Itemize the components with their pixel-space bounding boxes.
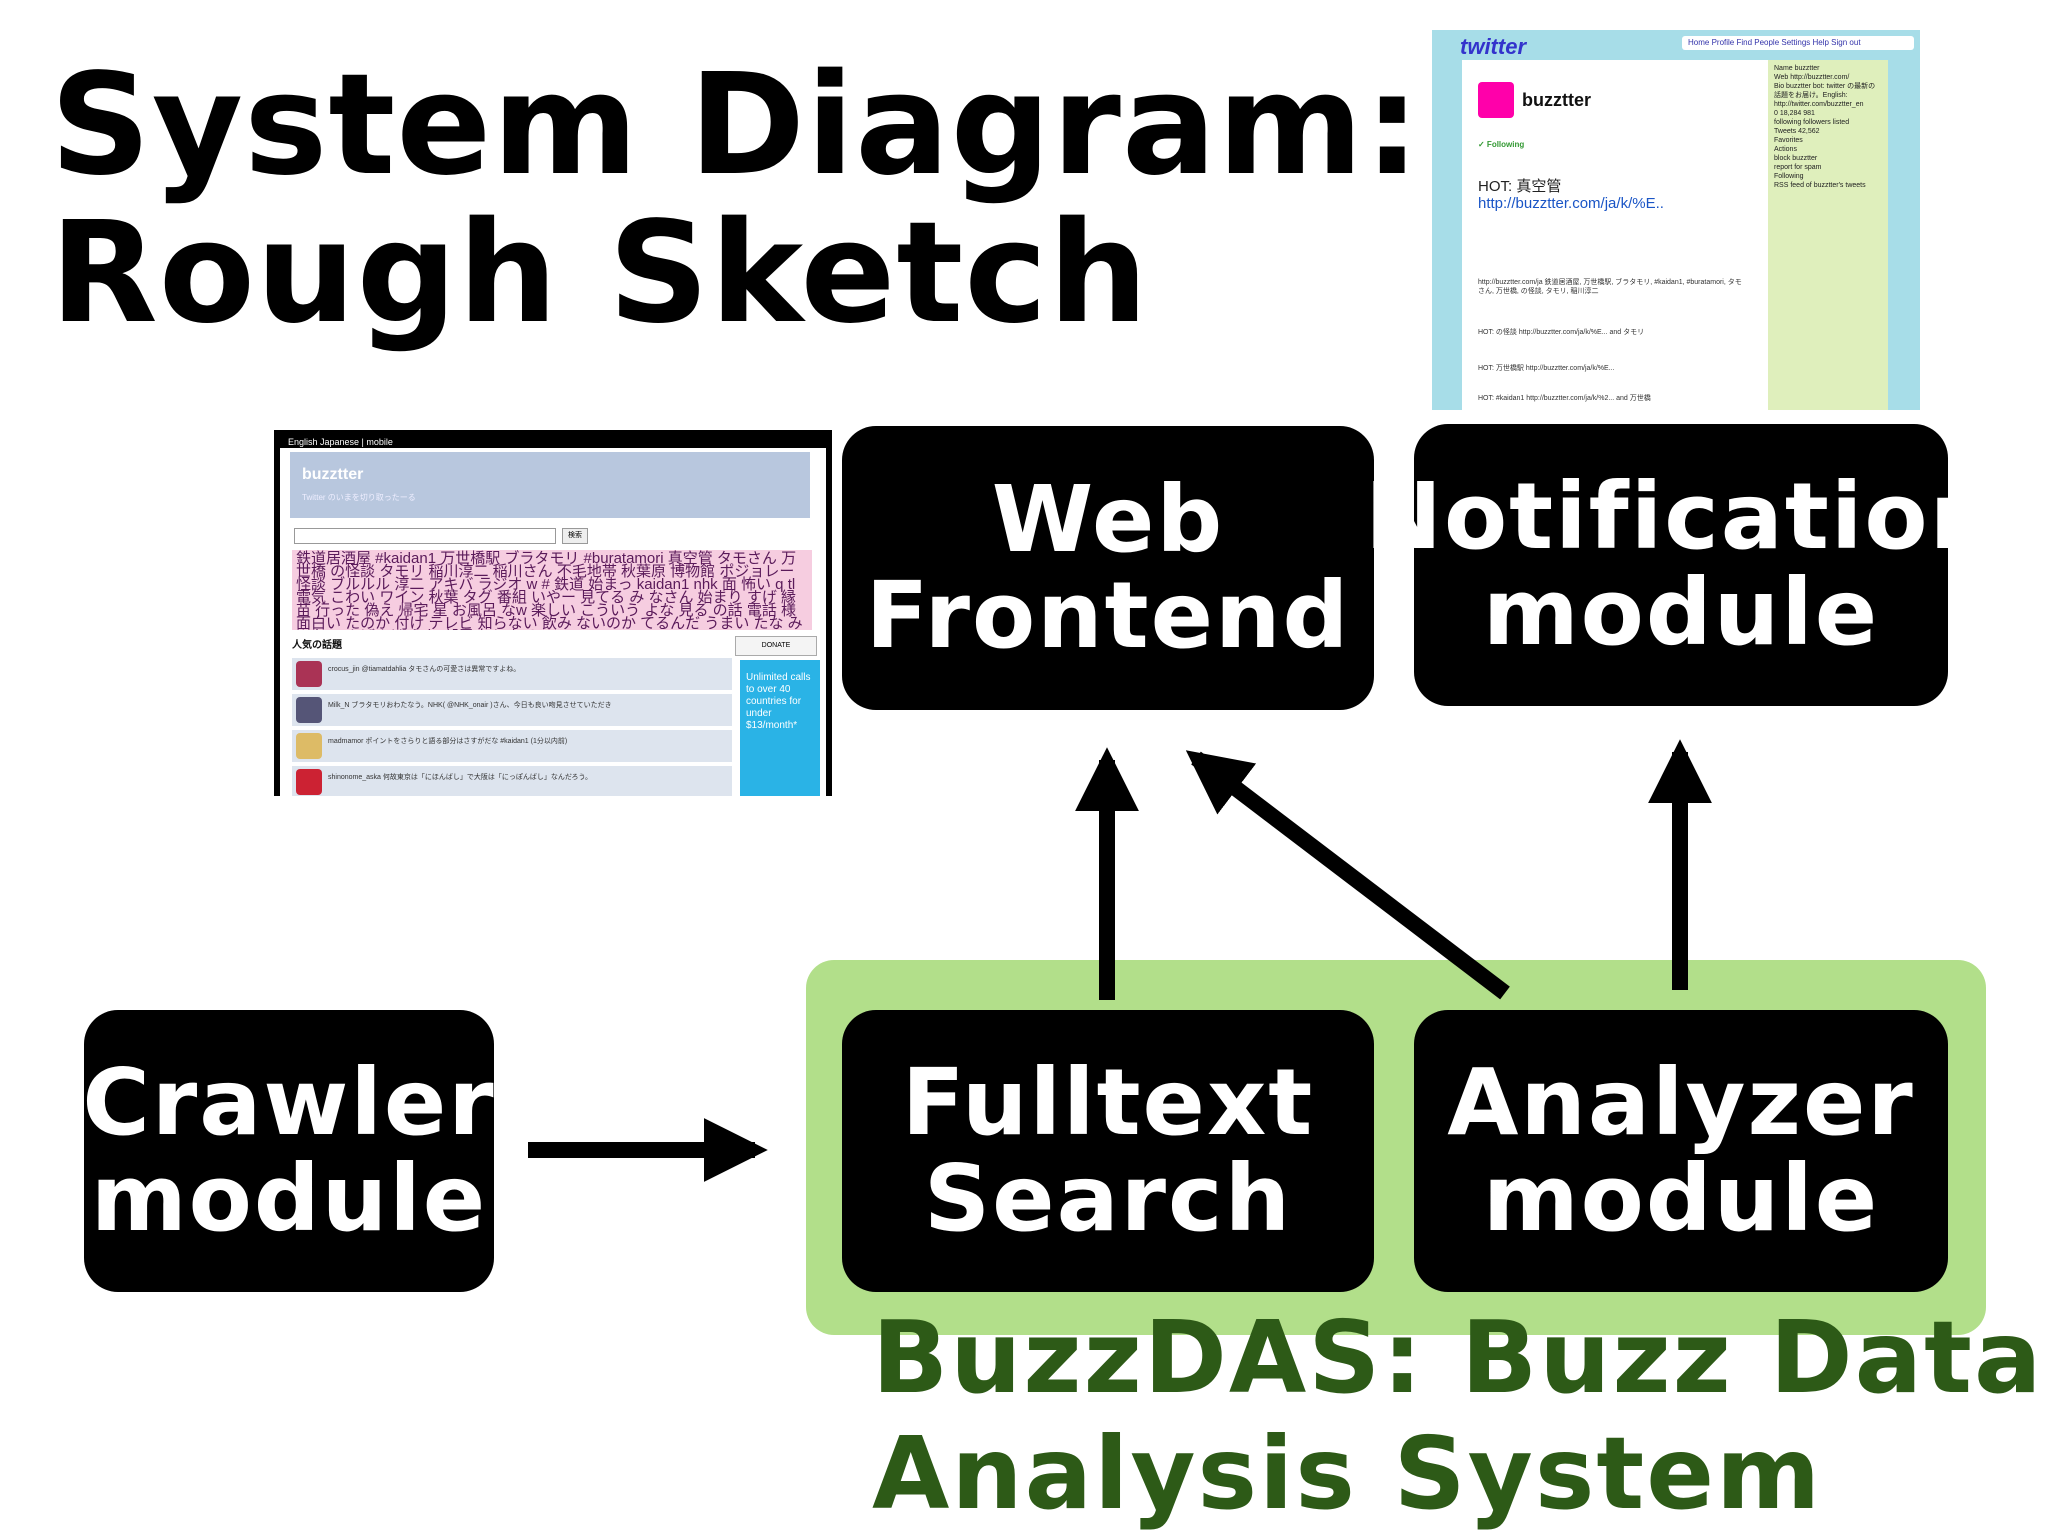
buzztter-logo: buzztter bbox=[302, 466, 364, 483]
slide-title: System Diagram: Rough Sketch bbox=[50, 52, 1421, 348]
twitter-tweet: http://buzztter.com/ja 鉄道居酒屋, 万世橋駅, ブラタモ… bbox=[1478, 279, 1742, 295]
buzztter-donate-button: DONATE bbox=[735, 636, 817, 656]
node-web-frontend-line-2: Frontend bbox=[865, 562, 1351, 669]
slide-title-line-2: Rough Sketch bbox=[50, 192, 1149, 355]
buzzdas-group-label: BuzzDAS: Buzz Data Analysis System bbox=[872, 1300, 2043, 1532]
buzztter-search-input bbox=[294, 528, 556, 544]
arrow-analyzer-to-web-frontend bbox=[1185, 750, 1510, 1000]
node-analyzer-line-1: Analyzer bbox=[1447, 1049, 1915, 1156]
buzztter-row: madmamor ポイントをさらりと語る部分はさすがだな #kaidan1 (1… bbox=[292, 730, 732, 762]
node-analyzer-line-2: module bbox=[1482, 1145, 1880, 1252]
twitter-hot-link: http://buzztter.com/ja/k/%E.. bbox=[1478, 195, 1664, 212]
node-notification-line-2: module bbox=[1482, 559, 1880, 666]
node-fulltext-line-2: Search bbox=[923, 1145, 1293, 1252]
twitter-tweet: HOT: の怪談 http://buzztter.com/ja/k/%E... … bbox=[1478, 329, 1645, 336]
buzztter-row-text: crocus_jin @tiamatdahlia タモさんの可愛さは異常ですよね… bbox=[328, 666, 521, 673]
node-web-frontend-line-1: Web bbox=[991, 466, 1225, 573]
buzzdas-group-label-line-1: BuzzDAS: Buzz Data bbox=[872, 1299, 2044, 1416]
node-analyzer-module: Analyzer module bbox=[1414, 1010, 1948, 1292]
node-fulltext-search: Fulltext Search bbox=[842, 1010, 1374, 1292]
twitter-main-column: buzztter ✓ Following HOT: 真空管 http://buz… bbox=[1462, 60, 1768, 410]
buzztter-topbar: English Japanese | mobile bbox=[280, 436, 826, 448]
buzztter-row-text: madmamor ポイントをさらりと語る部分はさすがだな #kaidan1 (1… bbox=[328, 738, 568, 745]
buzztter-screenshot: English Japanese | mobile buzztter Twitt… bbox=[274, 430, 832, 796]
twitter-following-badge: ✓ Following bbox=[1478, 140, 1525, 149]
avatar bbox=[296, 733, 322, 759]
node-crawler-line-1: Crawler bbox=[82, 1049, 496, 1156]
slide-title-line-1: System Diagram: bbox=[50, 44, 1422, 207]
twitter-sidebar: Name buzztter Web http://buzztter.com/ B… bbox=[1768, 60, 1888, 410]
node-crawler-line-2: module bbox=[90, 1145, 488, 1252]
buzztter-subtitle: Twitter のいまを切り取ったーる bbox=[302, 493, 416, 502]
avatar bbox=[296, 661, 322, 687]
buzztter-ad-banner: Unlimited calls to over 40 countries for… bbox=[740, 660, 820, 796]
twitter-profile-name: buzztter bbox=[1522, 90, 1591, 110]
node-notification-line-1: Notification bbox=[1364, 463, 1998, 570]
buzztter-row: Milk_N ブラタモリおわたなう。NHK( @NHK_onair )さん、今日… bbox=[292, 694, 732, 726]
twitter-logo: twitter bbox=[1460, 34, 1526, 59]
twitter-screenshot: twitter Home Profile Find People Setting… bbox=[1432, 30, 1920, 410]
node-web-frontend: Web Frontend bbox=[842, 426, 1374, 710]
twitter-nav: Home Profile Find People Settings Help S… bbox=[1682, 36, 1914, 50]
twitter-tweet: HOT: #kaidan1 http://buzztter.com/ja/k/%… bbox=[1478, 395, 1651, 402]
twitter-latest-tweet: HOT: 真空管 http://buzztter.com/ja/k/%E.. bbox=[1478, 178, 1664, 212]
twitter-tweet: HOT: 万世橋駅 http://buzztter.com/ja/k/%E... bbox=[1478, 365, 1615, 372]
node-fulltext-line-1: Fulltext bbox=[901, 1049, 1315, 1156]
buzztter-row: crocus_jin @tiamatdahlia タモさんの可愛さは異常ですよね… bbox=[292, 658, 732, 690]
avatar bbox=[296, 769, 322, 795]
avatar bbox=[296, 697, 322, 723]
buzztter-row-text: Milk_N ブラタモリおわたなう。NHK( @NHK_onair )さん、今日… bbox=[328, 702, 612, 709]
buzztter-section-title: 人気の話題 bbox=[292, 640, 342, 651]
buzztter-row: shinonome_aska 何故東京は「にほんばし」で大阪は「にっぽんばし」な… bbox=[292, 766, 732, 796]
node-notification-module: Notification module bbox=[1365, 424, 1995, 706]
avatar bbox=[1478, 82, 1514, 118]
buzzdas-group-label-line-2: Analysis System bbox=[872, 1415, 1823, 1532]
buzztter-header: buzztter Twitter のいまを切り取ったーる bbox=[290, 452, 810, 518]
buzztter-row-text: shinonome_aska 何故東京は「にほんばし」で大阪は「にっぽんばし」な… bbox=[328, 774, 593, 781]
twitter-hot-title: HOT: 真空管 bbox=[1478, 178, 1562, 195]
buzztter-tag-cloud: 鉄道居酒屋 #kaidan1 万世橋駅 ブラタモリ #buratamori 真空… bbox=[292, 550, 812, 630]
node-crawler-module: Crawler module bbox=[82, 1010, 496, 1292]
buzztter-search-button: 検索 bbox=[562, 528, 588, 544]
